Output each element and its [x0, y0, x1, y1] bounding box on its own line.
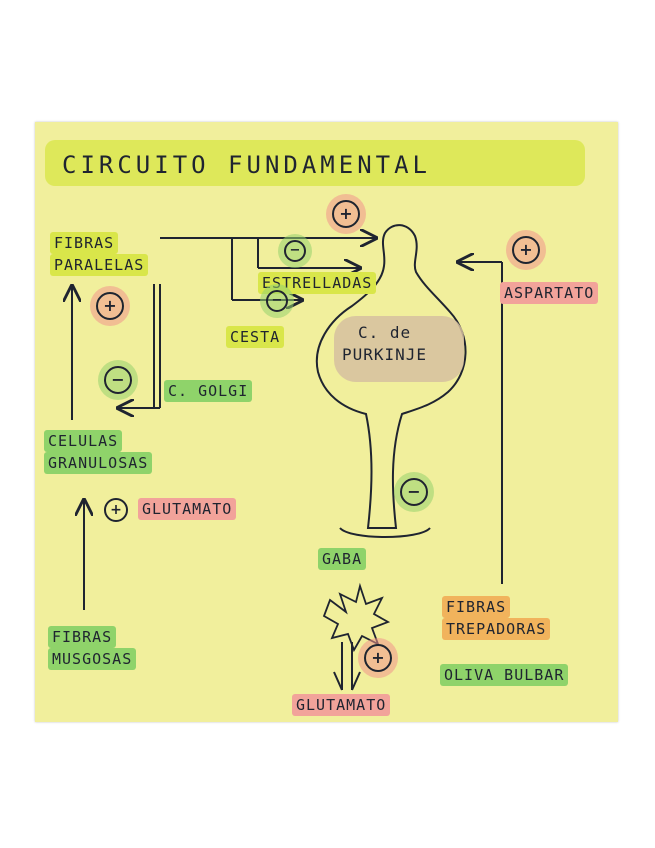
minus-sign-cesta: − — [266, 290, 288, 312]
purkinje-highlight — [334, 316, 464, 382]
label-estrelladas: ESTRELLADAS — [258, 272, 377, 294]
plus-sign-fibras-paralelas: + — [96, 292, 124, 320]
diagram-title: CIRCUITO FUNDAMENTAL — [62, 151, 431, 179]
label-fibras-paralelas: FIBRAS PARALELAS — [50, 232, 149, 276]
label-gaba: GABA — [318, 548, 367, 570]
plus-sign-purkinje-top: + — [332, 200, 360, 228]
label-celulas-granulosas: CELULAS GRANULOSAS — [44, 430, 153, 474]
minus-sign-estrelladas: − — [284, 240, 306, 262]
plus-sign-aspartato: + — [512, 236, 540, 264]
label-glutamato-bottom: GLUTAMATO — [292, 694, 391, 716]
plus-sign-glutamato-top: + — [104, 498, 128, 522]
minus-sign-gaba: − — [400, 478, 428, 506]
deep-nucleus-neuron — [322, 582, 391, 653]
label-fibras-trepadoras: FIBRAS TREPADORAS — [442, 596, 551, 640]
label-c-golgi: C. GOLGI — [164, 380, 253, 402]
purkinje-cell — [315, 224, 467, 529]
label-purkinje: C. de PURKINJE — [342, 323, 428, 364]
plus-sign-glutamato-bottom: + — [364, 644, 392, 672]
label-glutamato-top: GLUTAMATO — [138, 498, 237, 520]
purkinje-axon — [339, 527, 431, 538]
title-highlight — [45, 140, 585, 186]
label-fibras-musgosas: FIBRAS MUSGOSAS — [48, 626, 137, 670]
minus-sign-golgi: − — [104, 366, 132, 394]
label-oliva-bulbar: OLIVA BULBAR — [440, 664, 569, 686]
label-aspartato: ASPARTATO — [500, 282, 599, 304]
label-cesta: CESTA — [226, 326, 285, 348]
